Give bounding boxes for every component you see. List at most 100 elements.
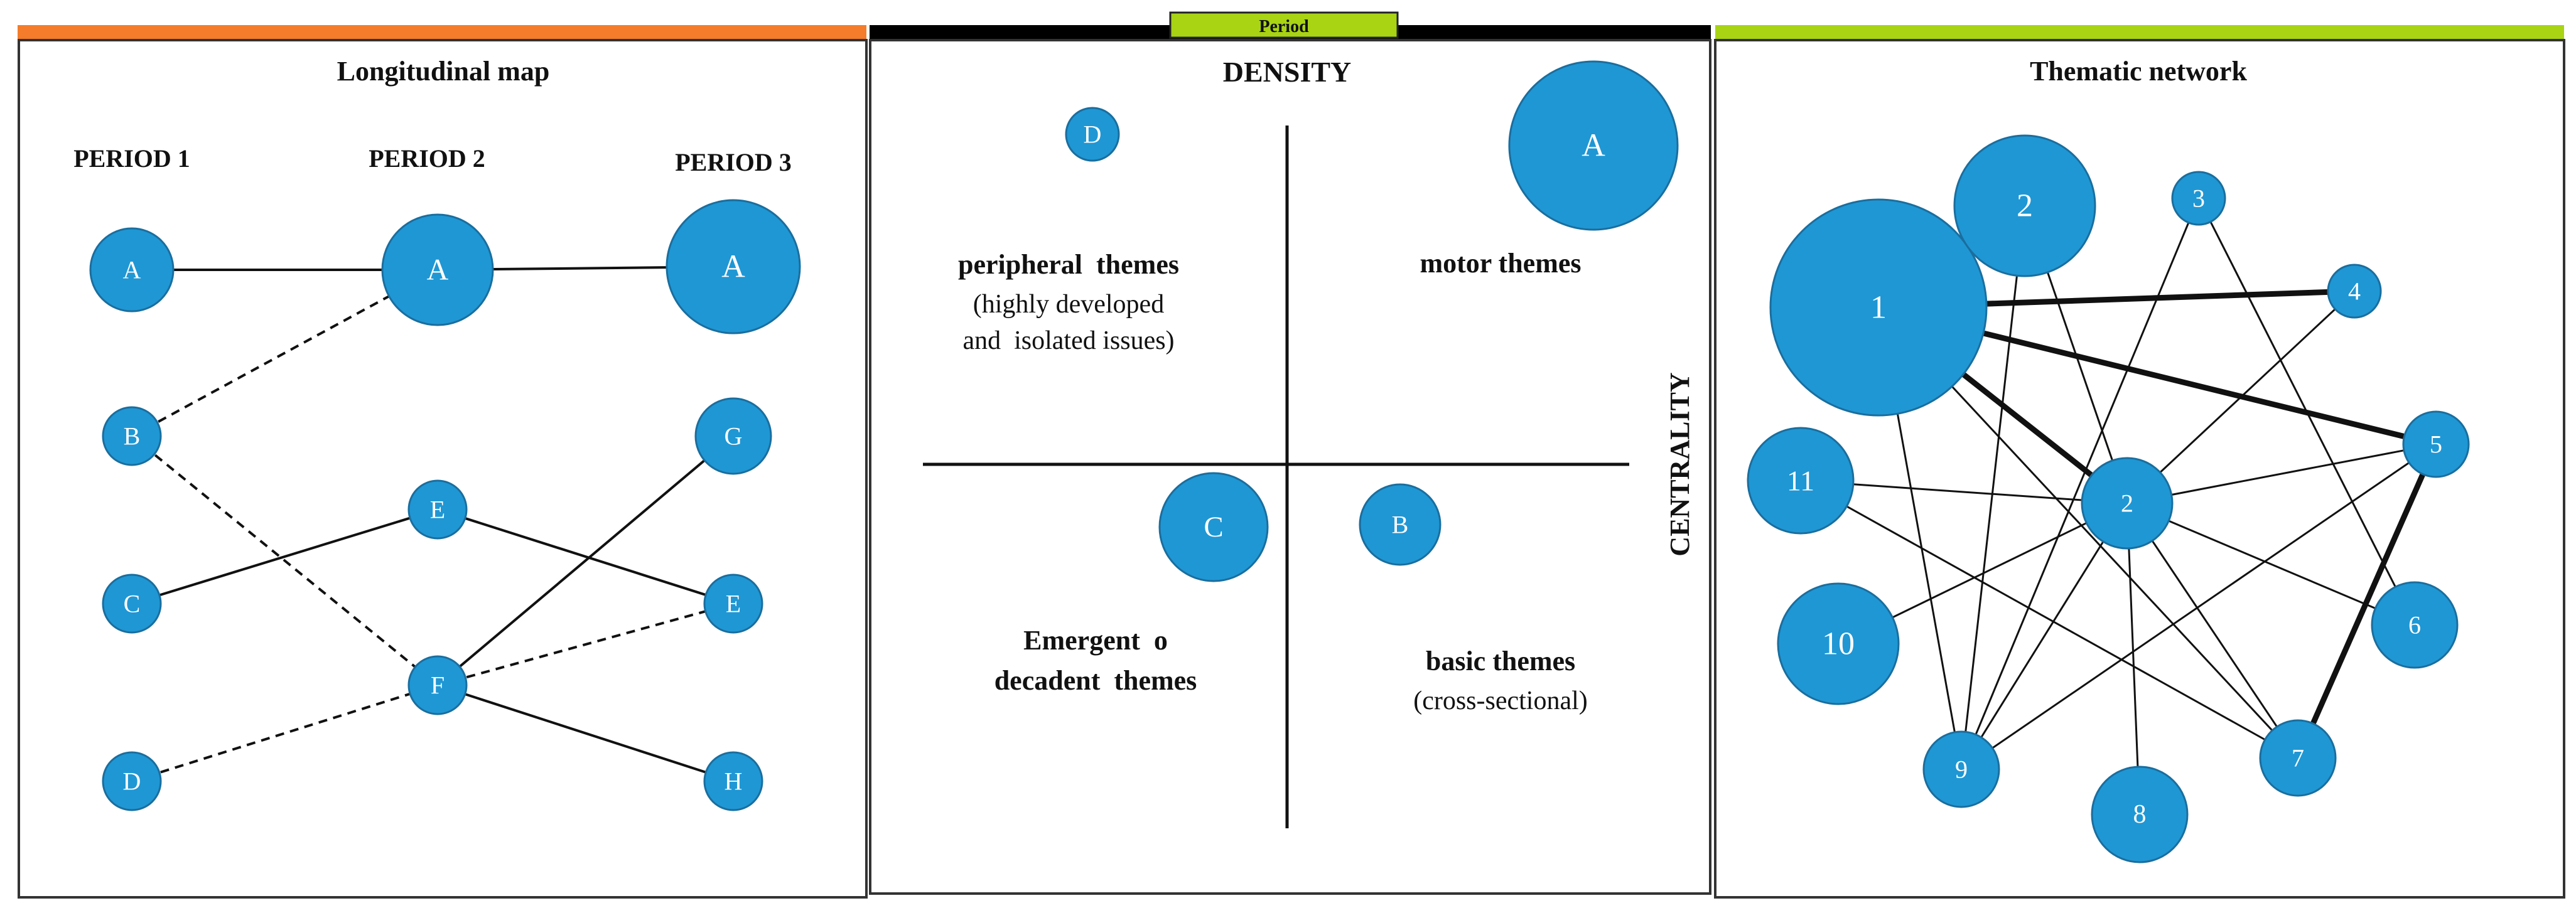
network-edge-n2c-n8 [2126, 503, 2141, 815]
strategic-nodes: D A C B [1065, 60, 1679, 582]
longitudinal-title: Longitudinal map [337, 56, 550, 87]
network-node-label: 1 [1870, 290, 1887, 326]
longitudinal-edge-p2E-p3E [437, 508, 734, 605]
quadrant-emergent-title2: decadent themes [994, 665, 1197, 696]
longitudinal-node-label: C [124, 590, 141, 618]
longitudinal-node-label: F [431, 671, 445, 700]
network-title: Thematic network [2030, 56, 2247, 87]
network-edge-n2top-n9 [1960, 205, 2026, 770]
period-1-heading: PERIOD 1 [73, 144, 190, 173]
longitudinal-edge-p1C-p2E [131, 508, 438, 605]
longitudinal-node-label: A [123, 256, 141, 284]
network-edge-n4-n2c [2126, 290, 2356, 505]
network-node-label: 7 [2292, 744, 2304, 772]
strategic-node-sD [1065, 107, 1120, 162]
strategic-panel-frame [869, 39, 1711, 895]
thematic-network: Thematic network 1 2 3 4 5 2 11 10 6 9 8 7 [1747, 56, 2470, 863]
network-node-n10 [1777, 582, 1900, 705]
network-node-n11 [1747, 427, 1855, 535]
network-edge-n5-n9 [1961, 443, 2437, 771]
longitudinal-node-label: G [725, 422, 743, 451]
longitudinal-node-label: B [124, 422, 141, 451]
network-node-n4 [2327, 264, 2382, 319]
network-node-label: 2 [2121, 489, 2133, 518]
network-node-n6 [2371, 581, 2459, 669]
left-panel-top-bar [18, 25, 866, 39]
longitudinal-node-p1A [89, 227, 175, 312]
network-edge-n2c-n6 [2126, 502, 2415, 626]
network-panel-frame [1714, 39, 2565, 899]
network-edge-n11-n2c [1800, 479, 2128, 505]
strategic-node-sC [1158, 472, 1269, 582]
period-tab [1169, 11, 1399, 39]
network-node-label: 3 [2192, 184, 2205, 213]
period-2-heading: PERIOD 2 [369, 144, 485, 173]
right-panel-top-bar [1715, 25, 2564, 39]
longitudinal-edge-p2F-p3E [437, 602, 734, 686]
longitudinal-node-label: D [123, 767, 141, 796]
network-nodes: 1 2 3 4 5 2 11 10 6 9 8 7 [1747, 134, 2470, 863]
longitudinal-panel-frame [18, 39, 868, 899]
longitudinal-nodes: A B C D A E F A G E H [89, 199, 801, 811]
longitudinal-edge-p1B-p2F [131, 435, 439, 686]
strategic-node-label: A [1582, 128, 1605, 164]
quadrant-basic-title: basic themes [1426, 646, 1575, 676]
strategic-node-label: B [1392, 511, 1409, 539]
quadrant-basic-sub: (cross-sectional) [1413, 686, 1588, 715]
centrality-label: CENTRALITY [1664, 372, 1695, 556]
network-node-label: 9 [1955, 755, 1968, 784]
network-node-label: 4 [2348, 277, 2361, 306]
network-node-n7 [2259, 719, 2337, 797]
longitudinal-node-p3E [703, 574, 763, 634]
strategic-node-sB [1359, 483, 1442, 566]
network-edge-n11-n7 [1800, 479, 2298, 759]
longitudinal-node-label: H [725, 767, 743, 796]
network-node-n5 [2402, 410, 2470, 478]
network-edge-n3-n6 [2197, 198, 2416, 626]
quadrant-peripheral-title: peripheral themes [958, 249, 1179, 280]
longitudinal-node-p3A [666, 199, 801, 334]
network-node-label: 6 [2408, 611, 2421, 639]
longitudinal-node-p2E [407, 479, 468, 540]
longitudinal-node-label: E [430, 496, 445, 524]
network-node-n2top [1953, 134, 2096, 277]
network-node-label: 2 [2017, 188, 2033, 224]
quadrant-emergent-title1: Emergent o [1023, 625, 1168, 656]
network-node-n8 [2091, 766, 2189, 863]
network-edge-n5-n7 [2295, 443, 2439, 759]
strategic-node-label: C [1204, 511, 1223, 543]
longitudinal-node-p1C [102, 574, 162, 634]
strategic-node-sA [1508, 60, 1679, 231]
longitudinal-edge-p2F-p3H [437, 684, 734, 782]
longitudinal-node-label: A [721, 249, 745, 285]
network-node-label: 8 [2133, 800, 2147, 829]
network-edge-n3-n9 [1960, 198, 2200, 770]
longitudinal-edge-p1D-p2F [131, 684, 438, 782]
network-node-label: 5 [2430, 430, 2442, 459]
longitudinal-map: Longitudinal map PERIOD 1 PERIOD 2 PERIO… [73, 56, 801, 811]
longitudinal-node-p3H [703, 751, 763, 811]
network-node-label: 10 [1822, 626, 1855, 662]
network-node-n9 [1922, 730, 2000, 808]
longitudinal-node-p1B [102, 406, 162, 466]
longitudinal-node-label: E [726, 590, 741, 618]
longitudinal-node-label: A [427, 254, 449, 287]
quadrant-peripheral-sub1: (highly developed [973, 290, 1164, 319]
longitudinal-node-p2F [407, 655, 468, 715]
network-edge-n2c-n9 [1960, 503, 2128, 770]
period-tab-label: Period [1259, 17, 1309, 36]
quadrant-motor-title: motor themes [1420, 248, 1582, 279]
quadrant-peripheral-sub2: and isolated issues) [962, 326, 1174, 355]
network-edge-n2c-n7 [2126, 503, 2299, 759]
longitudinal-node-p2A [381, 213, 494, 326]
strategic-node-label: D [1084, 120, 1102, 149]
strategic-diagram: DENSITY CENTRALITY peripheral themes (hi… [923, 56, 1695, 828]
density-label: DENSITY [1223, 56, 1352, 88]
longitudinal-node-p3G [694, 397, 772, 475]
network-edge-n5-n2c [2126, 443, 2437, 505]
longitudinal-node-p1D [102, 751, 162, 811]
network-node-label: 11 [1787, 465, 1814, 497]
network-edges [1800, 198, 2439, 815]
period-3-heading: PERIOD 3 [675, 148, 792, 176]
